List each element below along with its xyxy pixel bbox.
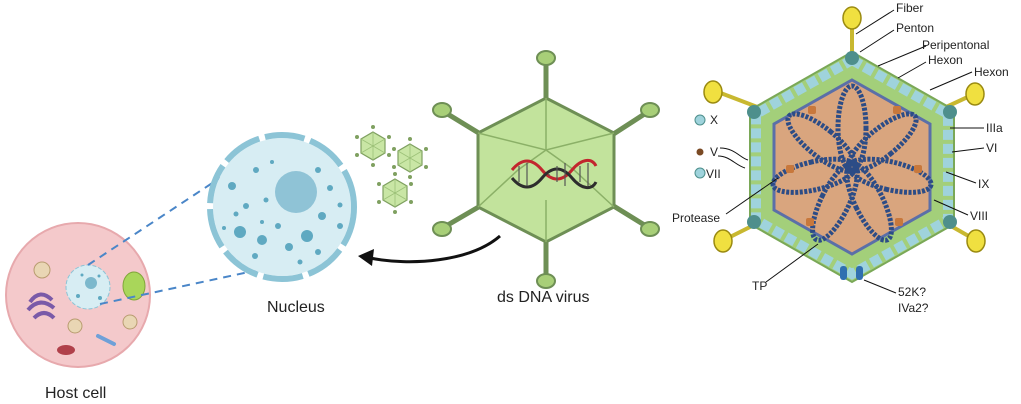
nucleus-label: Nucleus [267,299,325,316]
capsid-facets [477,98,615,242]
dna-loops [770,83,934,243]
dna-helix-icon [510,159,598,189]
peripentonal-hexon-label: Hexon [928,53,963,67]
chromatin-spots [222,160,343,265]
adenovirus-structure [694,6,986,284]
52k-label: 52K? [898,285,926,299]
fiber-knob-icon [842,6,862,30]
zoom-line-top [87,169,233,266]
iva2-label: IVa2? [898,301,929,315]
viii-label: VIII [970,209,988,223]
diagram-labels: Host cell Nucleus ds DNA virus Fiber Pen… [45,1,1009,402]
small-virus-icon [392,137,428,179]
protein-vii-label: VII [706,167,721,181]
leader-line [717,155,746,169]
52k-iva2-markers [840,266,863,280]
organelle-icon [57,345,75,355]
protease-label: Protease [672,211,720,225]
mitochondrion-icon [122,271,146,301]
infection-arrow [369,234,501,264]
protein-v-label: V [710,145,718,159]
fiber-knob-icon [713,229,733,253]
fiber-knob-icon [966,229,986,253]
spike-knobs [432,50,660,289]
protease-molecules [786,106,922,226]
penton-label: Penton [896,21,934,35]
nucleus [207,132,357,282]
host-cell [5,222,151,368]
fiber-knob-icon [703,80,723,104]
virus-spikes [443,59,649,279]
golgi-icon [26,292,56,320]
fiber-knobs [703,6,986,253]
host-nucleolus [85,277,97,289]
protein-vii-marker [694,167,706,179]
hexon-label: Hexon [974,65,1009,79]
fiber-knob-icon [965,82,985,106]
protein-v-marker [696,148,704,156]
tp-label: TP [752,279,767,293]
virus-label: ds DNA virus [497,289,589,306]
vi-label: VI [986,141,997,155]
pentons [747,51,957,229]
small-virus-icon [355,125,391,167]
leader-line [719,147,749,161]
protein-x-label: X [710,113,718,127]
small-virus-particles [355,125,428,214]
infection-arrow-head [358,249,374,266]
small-virus-icon [377,172,413,214]
vesicle-icon [122,314,138,330]
structure-leader-lines [725,9,985,294]
peripentonal-label: Peripentonal [922,38,989,52]
capsid-core [772,78,932,256]
iiia-label: IIIa [986,121,1003,135]
fiber-label: Fiber [896,1,923,15]
host-cell-label: Host cell [45,385,106,402]
organelle-icon [96,334,116,346]
host-cell-organelles [26,261,146,355]
ix-label: IX [978,177,989,191]
vesicle-icon [33,261,51,279]
nucleolus [275,171,317,213]
nuclear-envelope [207,132,357,282]
ds-dna-virus [432,50,660,289]
vesicle-icon [67,318,83,334]
protein-x-marker [694,114,706,126]
hexon-proteins [751,54,953,280]
